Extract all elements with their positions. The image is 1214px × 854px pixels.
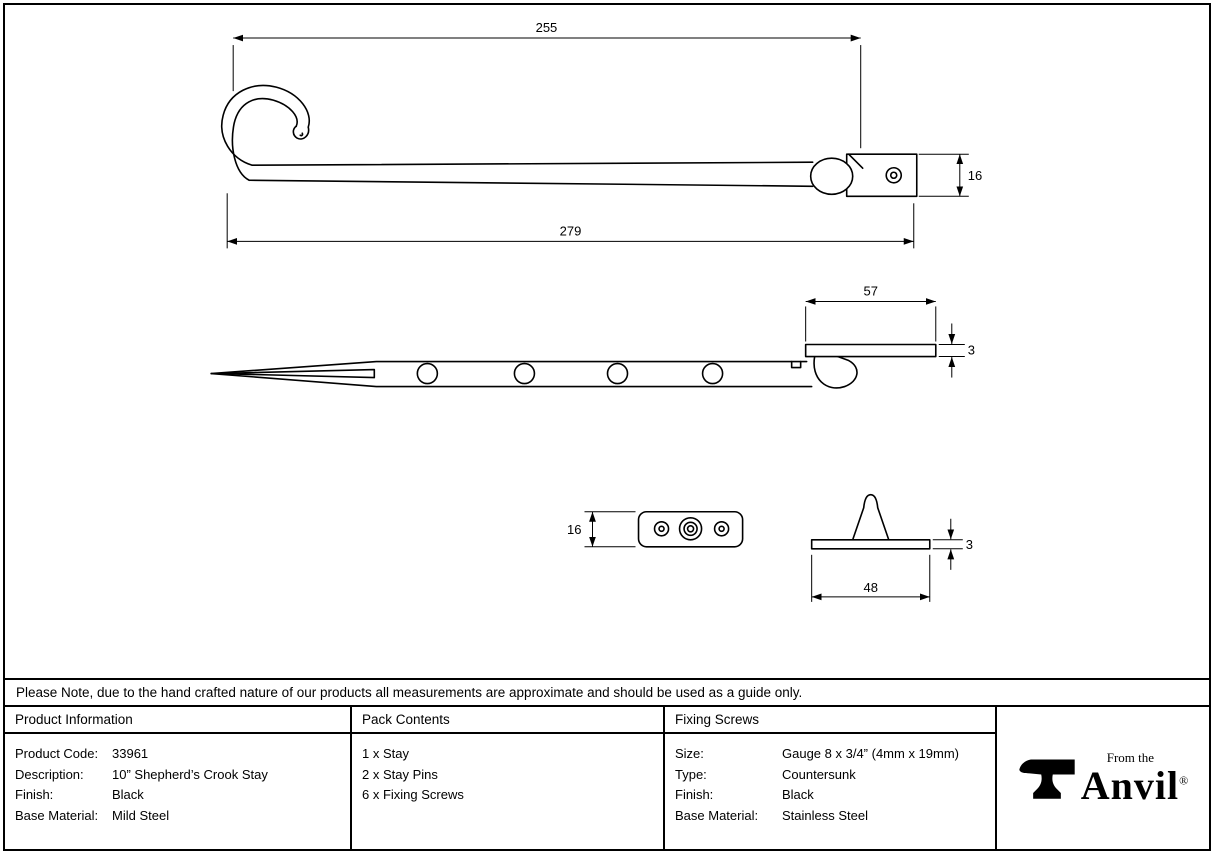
brand-logo: From the Anvil® <box>997 707 1209 849</box>
keep-screw-hole-right <box>713 520 730 537</box>
header-product-information: Product Information <box>5 707 352 734</box>
spec-table: Product Information Pack Contents Fixing… <box>5 707 1209 849</box>
spec-sheet: 255 279 16 <box>3 3 1211 851</box>
header-pack-contents: Pack Contents <box>352 707 665 734</box>
screw-size-label: Size: <box>675 746 704 761</box>
pack-item-fixing-screws: 6 x Fixing Screws <box>362 787 464 802</box>
keep-center-boss <box>678 516 703 541</box>
screw-finish-row: Finish: Black <box>675 785 985 806</box>
pack-item-stay-pins: 2 x Stay Pins <box>362 766 438 782</box>
description-label: Description: <box>15 766 84 782</box>
anvil-icon <box>1019 759 1075 799</box>
dim-label-255: 255 <box>536 20 558 35</box>
header-fixing-screws: Fixing Screws <box>665 707 997 734</box>
base-material-value: Mild Steel <box>112 807 170 823</box>
stay-bracket <box>845 153 918 198</box>
stay-pin-dimensions: 3 48 <box>811 518 973 602</box>
note-bar: Please Note, due to the hand crafted nat… <box>5 678 1209 707</box>
pack-item-stay: 1 x Stay <box>362 746 409 761</box>
technical-drawing-canvas: 255 279 16 <box>210 20 982 602</box>
pack-contents-cell: 1 x Stay 2 x Stay Pins 6 x Fixing Screws <box>352 734 665 849</box>
dim-label-279: 279 <box>560 223 582 238</box>
stay-plan-view <box>210 343 937 389</box>
note-text: Please Note, due to the hand crafted nat… <box>16 685 803 700</box>
finish-value: Black <box>112 787 144 802</box>
description-value: 10” Shepherd’s Crook Stay <box>112 766 268 782</box>
description-row: Description: 10” Shepherd’s Crook Stay <box>15 765 340 786</box>
dim-label-3-pin-base: 3 <box>966 537 973 552</box>
screw-size-row: Size: Gauge 8 x 3/4” (4mm x 19mm) <box>675 744 985 765</box>
screw-type-row: Type: Countersunk <box>675 765 985 786</box>
screw-type-label: Type: <box>675 766 707 782</box>
stay-hole-2 <box>513 362 536 385</box>
brand-prefix: From the <box>1106 749 1155 765</box>
registered-mark: ® <box>1179 773 1190 788</box>
stay-hole-1 <box>416 362 439 385</box>
stay-hole-4 <box>701 362 724 385</box>
plan-view-dimensions: 57 3 <box>805 283 975 378</box>
product-code-label: Product Code: <box>15 746 99 761</box>
dim-label-16-bracket: 16 <box>968 168 982 183</box>
product-information-cell: Product Code: 33961 Description: 10” She… <box>5 734 352 849</box>
pivot-plate <box>804 343 937 358</box>
top-view-dimensions: 255 279 16 <box>226 20 982 249</box>
stay-arm <box>251 161 814 167</box>
fixing-screws-cell: Size: Gauge 8 x 3/4” (4mm x 19mm) Type: … <box>665 734 997 849</box>
technical-drawing: 255 279 16 <box>5 5 1209 678</box>
screw-base-material-value: Stainless Steel <box>782 807 868 823</box>
brand-name: Anvil® <box>1080 762 1190 808</box>
base-material-row: Base Material: Mild Steel <box>15 806 340 827</box>
bracket-screw-hole <box>885 166 903 184</box>
finish-row: Finish: Black <box>15 785 340 806</box>
brand-logo-text: From the Anvil® <box>1081 751 1189 806</box>
screw-type-value: Countersunk <box>782 766 856 782</box>
pivot-knuckle <box>813 355 858 389</box>
keep-screw-hole-left <box>653 520 670 537</box>
dim-label-48: 48 <box>863 580 877 595</box>
keep-plate-front-view <box>637 510 744 548</box>
base-material-label: Base Material: <box>15 807 99 823</box>
stay-side-view <box>221 84 918 198</box>
dim-label-16-keep: 16 <box>567 522 581 537</box>
keep-plate-dimensions: 16 <box>567 511 636 548</box>
screw-base-material-row: Base Material: Stainless Steel <box>675 806 985 827</box>
stay-pin-base <box>810 538 931 550</box>
finish-label: Finish: <box>15 787 54 802</box>
product-code-value: 33961 <box>112 746 149 761</box>
stay-pivot-eye <box>809 157 854 196</box>
screw-base-material-label: Base Material: <box>675 807 759 823</box>
screw-finish-value: Black <box>782 787 814 802</box>
stay-pin-side-view <box>810 493 931 550</box>
brand-name-text: Anvil <box>1080 762 1180 808</box>
stay-hole-3 <box>606 362 629 385</box>
stay-bar <box>210 360 808 375</box>
stay-pin-cone <box>851 493 890 541</box>
screw-finish-label: Finish: <box>675 787 714 802</box>
product-code-row: Product Code: 33961 <box>15 744 340 765</box>
dim-label-3-plate: 3 <box>968 343 975 358</box>
crook-hook <box>221 84 311 167</box>
keep-plate <box>637 510 744 548</box>
screw-size-value: Gauge 8 x 3/4” (4mm x 19mm) <box>782 746 959 761</box>
dim-label-57: 57 <box>863 283 877 298</box>
